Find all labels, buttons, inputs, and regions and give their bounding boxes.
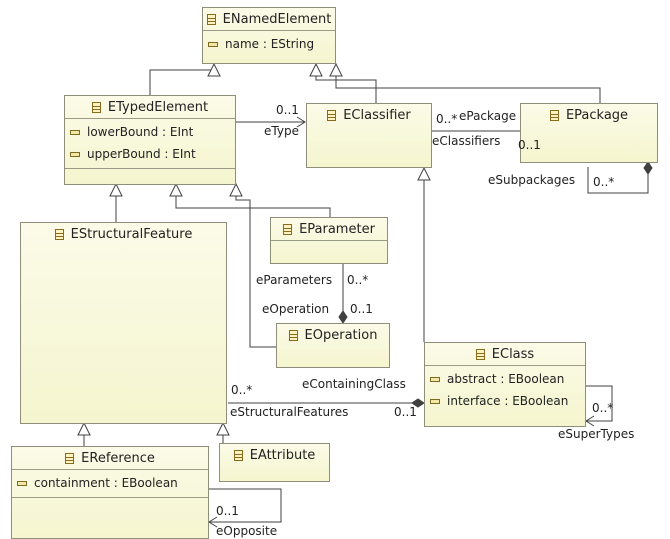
class-icon [549,109,559,121]
attribute-text: containment : EBoolean [34,476,178,490]
eopposite-multiplicity: 0..1 [216,504,239,518]
triangle-icon [229,182,243,197]
class-eattribute[interactable]: EAttribute [219,443,330,482]
class-name: ENamedElement [222,11,332,27]
class-enamedelement[interactable]: ENamedElement name : EString [202,7,336,64]
class-eparameter[interactable]: EParameter [270,217,388,264]
attribute-icon [70,151,80,157]
class-icon [54,228,64,240]
class-estructuralfeature[interactable]: EStructuralFeature [20,222,227,424]
class-header: EParameter [271,218,387,240]
eclassifiers-label: eClassifiers [432,134,501,148]
class-header: EAttribute [220,444,329,466]
esubpackages-reference [587,162,649,194]
attribute-icon [70,129,80,135]
triangle-icon [417,166,431,181]
class-icon [288,329,298,341]
eclassifiers-multiplicity: 0..* [436,112,458,126]
generalization-eclassifier-to-enamed [315,66,377,103]
class-epackage[interactable]: EPackage [520,103,658,163]
attribute-text: lowerBound : EInt [87,125,194,139]
esupertypes-label: eSuperTypes [558,427,635,441]
class-header: EOperation [277,324,389,346]
triangle-icon [309,62,323,77]
eparameters-multiplicity: 0..* [347,273,369,287]
class-icon [91,101,101,113]
attribute-text: abstract : EBoolean [447,372,565,386]
class-icon [65,452,75,464]
generalization-epackage-to-enamed [335,66,601,103]
class-name: ETypedElement [107,99,209,115]
class-icon [206,13,216,25]
class-header: EPackage [521,104,657,126]
attribute-icon [17,480,27,486]
class-name: EAttribute [249,447,316,463]
diamond-icon [338,310,348,324]
triangle-icon [169,182,183,197]
attribute-row[interactable]: interface : EBoolean [425,390,585,412]
attribute-text: interface : EBoolean [447,394,569,408]
attribute-row[interactable]: upperBound : EInt [65,143,235,165]
diamond-icon [643,161,653,175]
class-eoperation[interactable]: EOperation [276,323,390,368]
attribute-icon [208,41,218,47]
estructuralfeatures-label: eStructuralFeatures [230,405,349,419]
generalization-eoperation-to-etyped [235,185,276,348]
class-etypedelement[interactable]: ETypedElement lowerBound : EInt upperBou… [64,95,236,185]
attribute-row[interactable]: containment : EBoolean [12,472,208,494]
triangle-icon [216,421,230,436]
triangle-icon [329,62,343,77]
class-eclassifier[interactable]: EClassifier [306,103,432,168]
esupertypes-multiplicity: 0..* [592,401,614,415]
class-name: EParameter [299,221,375,237]
epackage-label: ePackage [459,109,517,123]
class-eclass[interactable]: EClass abstract : EBoolean interface : E… [424,342,586,427]
eoperation-label: eOperation [262,302,330,316]
class-name: EOperation [304,327,378,343]
esubpackages-label: eSubpackages [488,173,576,187]
diamond-icon [411,398,425,408]
triangle-icon [207,62,221,77]
epackage-multiplicity: 0..1 [518,138,541,152]
attribute-row[interactable]: name : EString [203,33,335,55]
attribute-text: upperBound : EInt [87,147,196,161]
esupertypes-reference [586,385,613,422]
class-header: EClass [425,343,585,365]
etype-multiplicity: 0..1 [276,103,299,117]
generalization-eparameter-to-etyped [175,185,331,217]
class-header: EStructuralFeature [21,223,226,245]
econtainingclass-multiplicity: 0..1 [394,405,417,419]
triangle-icon [77,421,91,436]
class-icon [233,449,243,461]
class-icon [283,223,293,235]
class-header: ENamedElement [203,8,335,30]
attribute-row[interactable]: lowerBound : EInt [65,121,235,143]
class-name: EClassifier [343,107,411,123]
class-ereference[interactable]: EReference containment : EBoolean [11,446,209,539]
class-icon [327,109,337,121]
attribute-icon [430,376,440,382]
esubpackages-multiplicity: 0..* [593,175,615,189]
class-name: EPackage [565,107,629,123]
estructuralfeatures-multiplicity: 0..* [231,383,253,397]
eparameters-label: eParameters [256,273,333,287]
attribute-text: name : EString [225,37,315,51]
class-name: EClass [491,346,535,362]
econtainingclass-label: eContainingClass [302,377,406,391]
eoperation-multiplicity: 0..1 [350,302,373,316]
eopposite-reference [209,488,282,523]
class-header: EReference [12,447,208,469]
class-name: EStructuralFeature [70,226,193,242]
triangle-icon [109,182,123,197]
generalization-etyped-to-enamed [149,66,215,96]
eopposite-label: eOpposite [216,524,278,538]
class-icon [475,348,485,360]
attribute-row[interactable]: abstract : EBoolean [425,368,585,390]
class-name: EReference [81,450,155,466]
attribute-icon [430,398,440,404]
etype-label: eType [264,124,299,138]
class-header: ETypedElement [65,96,235,118]
class-header: EClassifier [307,104,431,126]
